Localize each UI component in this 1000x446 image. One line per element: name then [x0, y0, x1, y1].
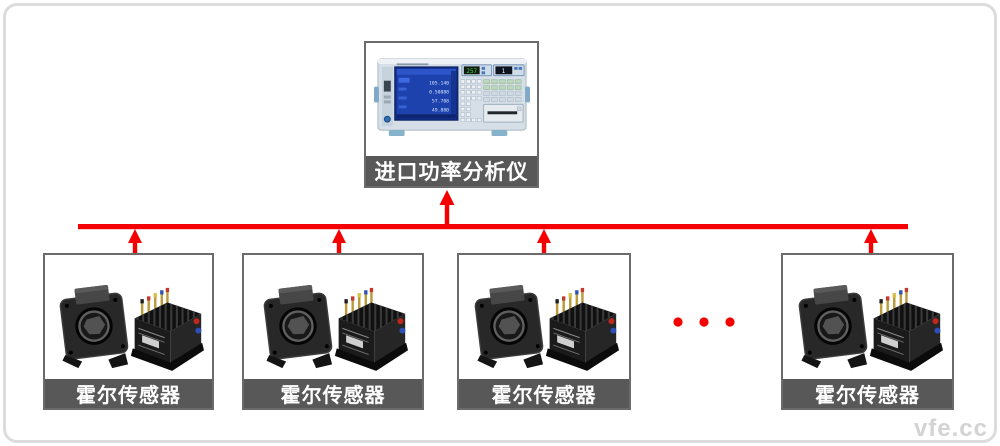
power-analyzer-box: 105.140 0.50888 57.708 49.880 257 1: [364, 41, 539, 188]
hall-sensor-box-4: 霍尔传感器: [781, 253, 954, 410]
screen-value-2: 0.50888: [429, 90, 449, 96]
analyzer-feet: [388, 130, 507, 136]
hall-sensor-pair-image: [469, 277, 619, 371]
ellipsis-dot-1: [673, 317, 683, 327]
analyzer-right-panel: 257 1: [460, 64, 524, 123]
arrow-from-box-3: [537, 229, 551, 254]
hall-sensor-label-4: 霍尔传感器: [783, 379, 952, 408]
ellipsis-dot-2: [699, 317, 709, 327]
function-keys: [482, 79, 521, 90]
hall-sensor-box-1: 霍尔传感器: [43, 253, 214, 410]
ellipsis-dot-3: [725, 317, 735, 327]
green-display: 257: [466, 69, 477, 75]
power-analyzer-image: 105.140 0.50888 57.708 49.880 257 1: [373, 58, 530, 136]
hall-sensor-pair-image: [54, 277, 204, 371]
bus-line: [78, 224, 908, 230]
screen-value-1: 105.140: [429, 81, 449, 87]
printer-slot: [482, 103, 524, 123]
arrow-from-box-2: [332, 229, 346, 254]
neutral-keys: [482, 91, 521, 102]
white-display: 1: [501, 69, 505, 75]
arrow-to-analyzer: [439, 190, 455, 227]
hall-sensor-box-3: 霍尔传感器: [457, 253, 631, 410]
analyzer-left-strip: [381, 66, 393, 127]
watermark: vfe.cc: [913, 415, 988, 442]
power-analyzer-label: 进口功率分析仪: [366, 156, 537, 186]
hall-sensor-box-2: 霍尔传感器: [242, 253, 424, 410]
screen-value-3: 57.708: [431, 98, 448, 104]
hall-sensor-label-1: 霍尔传感器: [45, 379, 212, 408]
hall-sensor-label-3: 霍尔传感器: [459, 379, 629, 408]
arrow-from-box-4: [864, 229, 878, 254]
hall-sensor-pair-image: [258, 277, 408, 371]
arrow-from-box-1: [128, 229, 142, 254]
analyzer-screen: 105.140 0.50888 57.708 49.880: [393, 66, 458, 121]
button-grid: [460, 79, 481, 122]
hall-sensor-label-2: 霍尔传感器: [244, 379, 422, 408]
hall-sensor-pair-image: [793, 277, 943, 371]
screen-value-4: 49.880: [431, 107, 448, 113]
